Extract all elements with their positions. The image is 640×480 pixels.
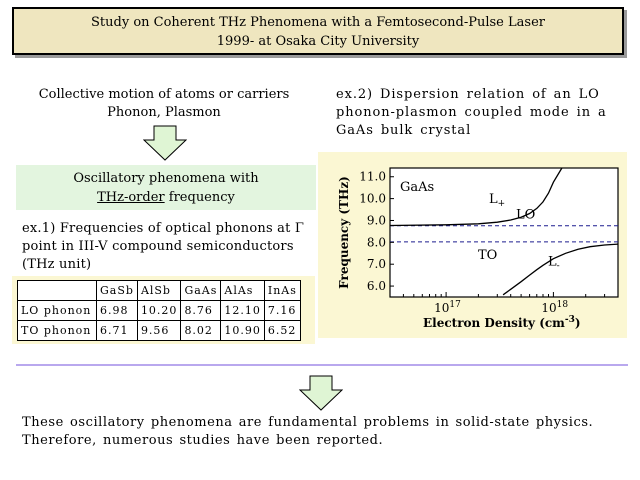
y-tick-label: 9.0 bbox=[367, 213, 386, 227]
oscillatory-phenomena-box: Oscillatory phenomena with THz-order fre… bbox=[16, 165, 316, 210]
y-tick-label: 8.0 bbox=[367, 235, 386, 249]
title-line-2: 1999- at Osaka City University bbox=[216, 34, 420, 49]
reference-label-to: TO bbox=[478, 248, 497, 263]
table-row-label: LO phonon bbox=[17, 300, 97, 321]
down-arrow-icon bbox=[143, 125, 187, 161]
series-label-l-minus: L- bbox=[548, 254, 560, 271]
table-cell: 8.02 bbox=[180, 320, 222, 341]
table-header-cell: AlSb bbox=[136, 280, 182, 301]
table-header-cell: InAs bbox=[263, 280, 301, 301]
footer-text: These oscillatory phenomena are fundamen… bbox=[22, 414, 628, 450]
y-axis-label: Frequency (THz) bbox=[337, 176, 351, 289]
footer-line-2: Therefore, numerous studies have been re… bbox=[22, 433, 384, 448]
ex1-line-2: point in III-V compound semiconductors bbox=[22, 239, 294, 254]
y-tick-label: 7.0 bbox=[367, 257, 386, 271]
table-cell: 10.90 bbox=[220, 320, 265, 341]
table-header-cell: GaAs bbox=[180, 280, 222, 301]
x-axis-label-text: Electron Density (cm bbox=[423, 316, 565, 330]
box-line-1: Oscillatory phenomena with bbox=[73, 171, 259, 186]
table-header-cell: GaSb bbox=[96, 280, 138, 301]
table-row: TO phonon 6.71 9.56 8.02 10.90 6.52 bbox=[17, 320, 301, 341]
x-axis-label-exponent: -3 bbox=[565, 315, 575, 325]
x-tick-label: 1018 bbox=[541, 300, 568, 315]
table-cell: 6.52 bbox=[263, 320, 301, 341]
table-cell: 9.56 bbox=[136, 320, 182, 341]
title-line-1: Study on Coherent THz Phenomena with a F… bbox=[91, 15, 545, 30]
ex2-line-2: phonon-plasmon coupled mode in a bbox=[336, 105, 607, 120]
inset-label: GaAs bbox=[400, 180, 434, 195]
heading-line-1: Collective motion of atoms or carriers bbox=[38, 87, 290, 102]
table-header-row: GaSb AlSb GaAs AlAs InAs bbox=[17, 280, 301, 301]
table-row: LO phonon 6.98 10.20 8.76 12.10 7.16 bbox=[17, 300, 301, 321]
table-cell: 12.10 bbox=[220, 300, 265, 321]
collective-motion-heading: Collective motion of atoms or carriers P… bbox=[14, 86, 314, 122]
title-box: Study on Coherent THz Phenomena with a F… bbox=[12, 7, 624, 55]
ex2-line-3: GaAs bulk crystal bbox=[336, 123, 472, 138]
ex1-line-1: ex.1) Frequencies of optical phonons at … bbox=[22, 221, 305, 236]
table-cell: 10.20 bbox=[136, 300, 182, 321]
x-axis-label-close: ) bbox=[575, 316, 581, 330]
plot-area bbox=[389, 167, 619, 298]
table-row-label: TO phonon bbox=[17, 320, 97, 341]
table-cell: 6.71 bbox=[96, 320, 138, 341]
heading-line-2: Phonon, Plasmon bbox=[107, 105, 221, 120]
series-line-l-plus bbox=[389, 167, 563, 227]
series-label-l-plus: L+ bbox=[489, 192, 505, 209]
ex1-line-3: (THz unit) bbox=[22, 257, 92, 272]
reference-label-lo: LO bbox=[516, 208, 535, 223]
y-tick-label: 6.0 bbox=[367, 279, 386, 293]
ex2-description: ex.2) Dispersion relation of an LO phono… bbox=[336, 86, 628, 140]
ex1-description: ex.1) Frequencies of optical phonons at … bbox=[22, 220, 317, 274]
table-cell: 7.16 bbox=[263, 300, 301, 321]
footer-line-1: These oscillatory phenomena are fundamen… bbox=[22, 415, 594, 430]
x-tick-label: 1017 bbox=[434, 300, 461, 315]
x-axis-label: Electron Density (cm-3) bbox=[423, 315, 581, 330]
ex2-line-1: ex.2) Dispersion relation of an LO bbox=[336, 87, 600, 102]
y-tick-label: 10.0 bbox=[359, 192, 386, 206]
down-arrow-icon bbox=[299, 375, 343, 411]
box-line-2: THz-order frequency bbox=[16, 188, 316, 207]
series-line-l-minus bbox=[502, 243, 619, 296]
y-tick-label: 11.0 bbox=[359, 170, 386, 184]
table-cell: 6.98 bbox=[96, 300, 138, 321]
box-line-2-rest: frequency bbox=[164, 190, 235, 205]
table-header-cell bbox=[17, 280, 97, 301]
thz-order-underlined: THz-order bbox=[97, 190, 165, 205]
table-header-cell: AlAs bbox=[220, 280, 265, 301]
phonon-frequency-table: GaSb AlSb GaAs AlAs InAs LO phonon 6.98 … bbox=[17, 280, 301, 341]
section-divider bbox=[16, 364, 628, 366]
table-cell: 8.76 bbox=[180, 300, 222, 321]
